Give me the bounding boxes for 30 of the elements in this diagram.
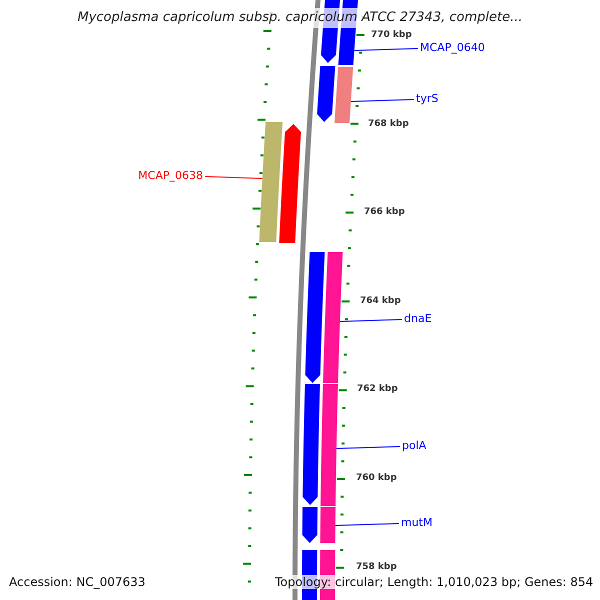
gene-label: MCAP_0638 [138, 169, 203, 182]
gene-block [259, 122, 283, 242]
leader-line [334, 523, 400, 526]
gene-block [320, 507, 336, 543]
gene-block [279, 124, 301, 243]
scale-label: 770 kbp [371, 30, 412, 40]
scale-label: 760 kbp [356, 473, 397, 483]
leader-line [354, 48, 418, 51]
gene-block [317, 66, 336, 122]
gene-block [334, 67, 354, 123]
gene-block [305, 252, 325, 383]
gene-label: MCAP_0640 [420, 41, 485, 54]
scale-label: 764 kbp [360, 296, 401, 306]
leader-line [350, 99, 414, 102]
leader-line [339, 319, 402, 322]
gene-block [302, 384, 320, 505]
scale-label: 762 kbp [357, 384, 398, 394]
scale-label: 766 kbp [364, 207, 405, 217]
leader-line [336, 446, 400, 449]
scale-label: 758 kbp [356, 562, 397, 572]
leader-line [204, 176, 263, 179]
scale-label: 768 kbp [368, 119, 409, 129]
gene-label: mutM [401, 516, 432, 529]
gene-label: tyrS [416, 92, 438, 105]
gene-block [323, 252, 343, 383]
info-text: Accession: NC_007633 [9, 575, 146, 589]
gene-block [320, 384, 338, 506]
gene-block [302, 507, 318, 543]
gene-label: polA [402, 439, 426, 452]
gene-label: dnaE [404, 312, 432, 325]
